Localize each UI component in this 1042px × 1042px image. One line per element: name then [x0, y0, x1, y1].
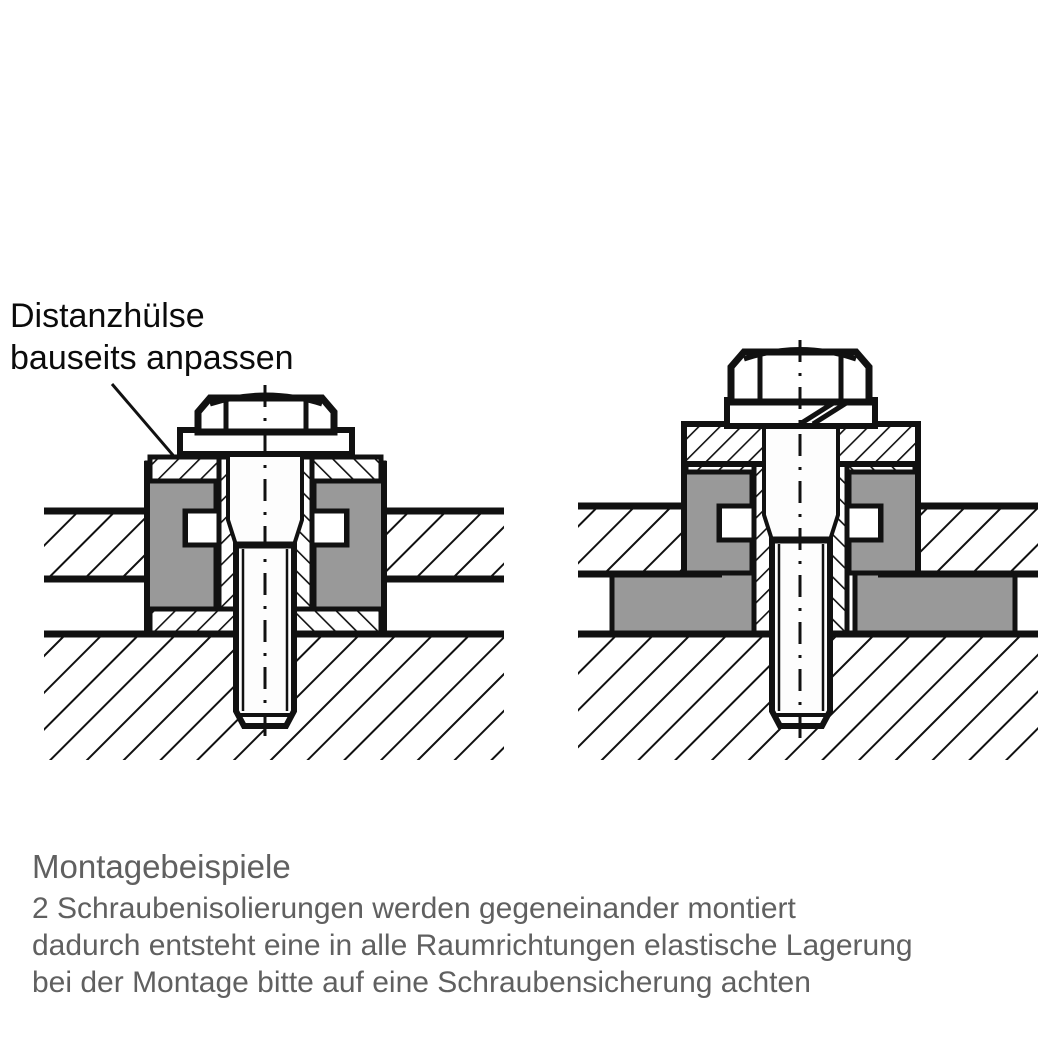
left-assembly-view [44, 385, 504, 760]
hex-head-bolt-right [727, 347, 873, 406]
right-assembly-view [578, 340, 1038, 760]
caption-line-2: dadurch entsteht eine in alle Raumrichtu… [32, 929, 913, 962]
annotation-distanzhuelse: Distanzhülse bauseits anpassen [10, 297, 294, 506]
annotation-line-2: bauseits anpassen [10, 339, 294, 377]
caption-block: Montagebeispiele 2 Schraubenisolierungen… [32, 848, 913, 999]
caption-line-1: 2 Schraubenisolierungen werden gegeneina… [32, 892, 797, 925]
rubber-layer-right-lower [609, 570, 1018, 636]
caption-line-3: bei der Montage bitte auf eine Schrauben… [32, 966, 811, 999]
annotation-line-1: Distanzhülse [10, 297, 205, 335]
caption-heading: Montagebeispiele [32, 848, 291, 885]
